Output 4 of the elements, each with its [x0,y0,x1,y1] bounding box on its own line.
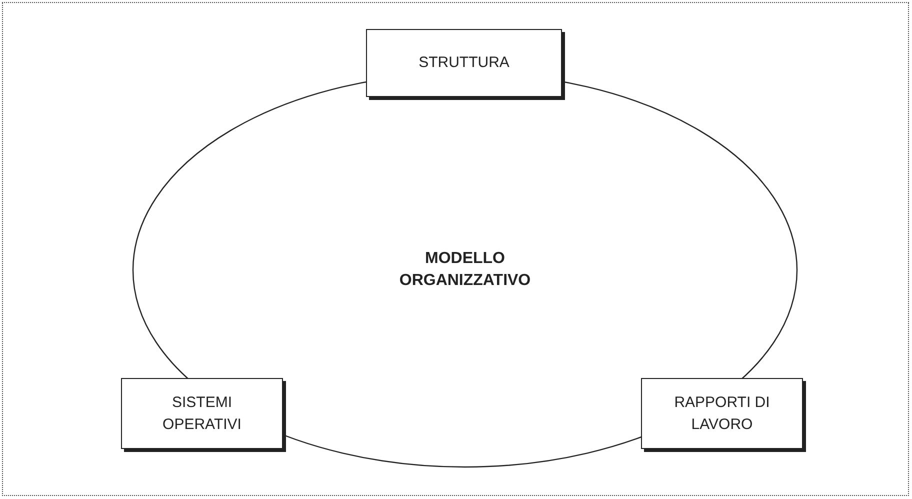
element-box: SISTEMI OPERATIVI [121,378,283,449]
element-box: RAPPORTI DI LAVORO [641,378,803,449]
center-label: MODELLO ORGANIZZATIVO [398,249,532,291]
element-box: STRUTTURA [366,29,562,97]
